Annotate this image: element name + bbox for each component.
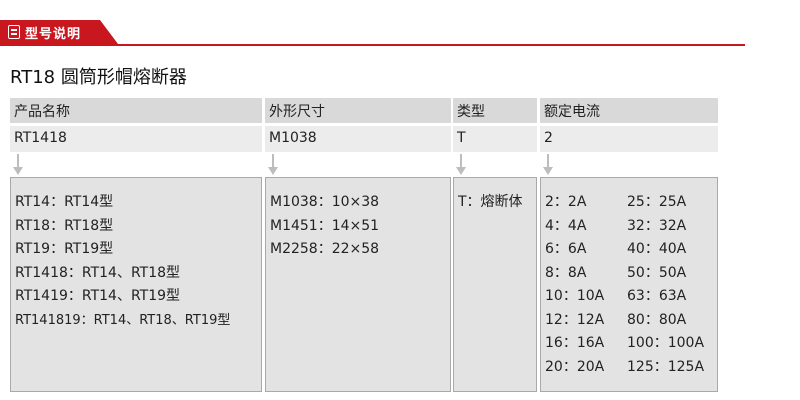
list-item: T：熔断体 xyxy=(458,194,523,210)
page-title: RT18 圆筒形帽熔断器 xyxy=(10,67,187,88)
section-header-tab: 型号说明 xyxy=(0,20,118,44)
rating-code: 16：16A xyxy=(545,335,605,351)
rating-code: 100：100A xyxy=(627,335,705,351)
arrow-down-icon xyxy=(456,154,466,176)
list-item: M2258：22×58 xyxy=(270,241,380,257)
rating-code: 8：8A xyxy=(545,264,587,281)
rating-code: 40：40A xyxy=(627,241,687,257)
rating-code: 125：125A xyxy=(627,358,705,375)
example-value-product-name: RT1418 xyxy=(10,126,262,152)
rating-code: 4：4A xyxy=(545,217,587,234)
example-value-rated-current: 2 xyxy=(540,126,718,152)
rated-current-detail-box: 2：2A 25：25A 4：4A 32：32A 6：6A 40：40A 8：8A… xyxy=(540,177,718,392)
list-item: 20：20A 125：125A xyxy=(545,356,713,380)
section-header-title: 型号说明 xyxy=(25,26,82,42)
column-header-rated-current: 额定电流 xyxy=(540,98,718,123)
column-header-product-name: 产品名称 xyxy=(10,98,262,123)
header-divider xyxy=(0,44,745,46)
list-item: 6：6A 40：40A xyxy=(545,238,713,262)
dimensions-detail-box: M1038：10×38 M1451：14×51 M2258：22×58 xyxy=(265,177,451,392)
rating-code: 25：25A xyxy=(627,194,687,210)
list-item: RT1419：RT14、RT19型 xyxy=(15,288,181,304)
list-item: RT141819：RT14、RT18、RT19型 xyxy=(15,312,231,328)
list-item: 10：10A 63：63A xyxy=(545,285,713,309)
rating-code: 6：6A xyxy=(545,241,587,257)
list-item: 12：12A 80：80A xyxy=(545,309,713,333)
list-item: RT19：RT19型 xyxy=(15,241,114,257)
example-value-dimensions: M1038 xyxy=(265,126,451,152)
list-item: 16：16A 100：100A xyxy=(545,332,713,356)
type-detail-box: T：熔断体 xyxy=(453,177,537,392)
rating-code: 50：50A xyxy=(627,264,687,281)
column-header-dimensions: 外形尺寸 xyxy=(265,98,451,123)
document-icon xyxy=(8,25,20,39)
list-item: 8：8A 50：50A xyxy=(545,262,713,286)
list-item: 2：2A 25：25A xyxy=(545,191,713,215)
rating-code: 63：63A xyxy=(627,288,687,304)
list-item: RT18：RT18型 xyxy=(15,217,114,234)
rating-code: 20：20A xyxy=(545,358,605,375)
rating-code: 12：12A xyxy=(545,311,605,328)
rating-code: 2：2A xyxy=(545,194,587,210)
arrow-down-icon xyxy=(268,154,278,176)
list-item: M1451：14×51 xyxy=(270,217,380,234)
list-item: RT1418：RT14、RT18型 xyxy=(15,264,181,281)
example-value-type: T xyxy=(453,126,537,152)
rating-code: 32：32A xyxy=(627,217,687,234)
arrow-down-icon xyxy=(13,154,23,176)
column-header-type: 类型 xyxy=(453,98,537,123)
list-item: RT14：RT14型 xyxy=(15,194,114,210)
product-name-detail-box: RT14：RT14型 RT18：RT18型 RT19：RT19型 RT1418：… xyxy=(10,177,262,392)
list-item: 4：4A 32：32A xyxy=(545,215,713,239)
rating-code: 80：80A xyxy=(627,311,687,328)
rating-code: 10：10A xyxy=(545,288,605,304)
list-item: M1038：10×38 xyxy=(270,194,380,210)
arrow-down-icon xyxy=(543,154,553,176)
